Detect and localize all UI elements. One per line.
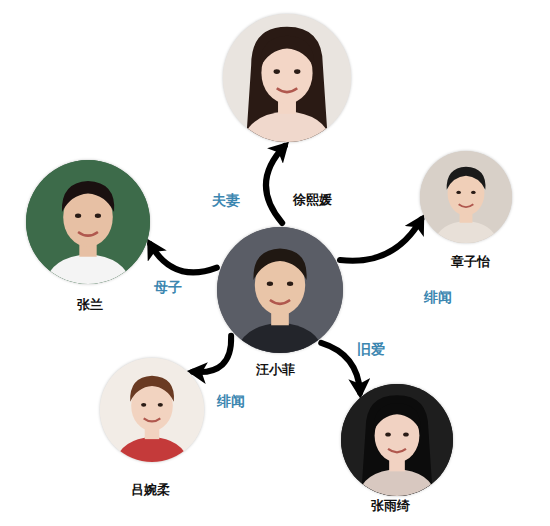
curved-arrow bbox=[193, 336, 231, 372]
portrait-shoulders bbox=[116, 437, 189, 462]
curved-arrow bbox=[340, 219, 421, 260]
portrait-smile bbox=[270, 300, 290, 304]
portrait-background bbox=[420, 151, 512, 243]
portrait-illustration bbox=[100, 358, 204, 462]
relation-label: 旧爱 bbox=[355, 341, 387, 359]
person-node: 章子怡 bbox=[420, 151, 512, 243]
portrait-illustration bbox=[420, 151, 512, 243]
portrait-background bbox=[26, 160, 150, 284]
portrait-eye bbox=[267, 281, 273, 286]
portrait-smile bbox=[78, 232, 98, 236]
portrait-eye bbox=[403, 432, 409, 436]
portrait-eye bbox=[158, 403, 163, 407]
portrait-smile bbox=[459, 204, 474, 207]
portrait-background bbox=[100, 358, 204, 462]
portrait-shoulders bbox=[358, 469, 436, 496]
portrait-circle bbox=[26, 160, 150, 284]
person-name: 张雨绮 bbox=[371, 497, 410, 515]
portrait-circle bbox=[100, 358, 204, 462]
portrait-smile bbox=[277, 88, 297, 92]
relation-label: 绯闻 bbox=[215, 393, 247, 411]
portrait-circle bbox=[341, 384, 453, 496]
person-node: 汪小菲 bbox=[217, 227, 343, 353]
portrait-illustration bbox=[223, 14, 351, 142]
portrait-hair-top bbox=[130, 376, 174, 402]
portrait-illustration bbox=[26, 160, 150, 284]
portrait-eye bbox=[141, 403, 146, 407]
person-node: 吕婉柔 bbox=[100, 358, 204, 462]
person-name: 章子怡 bbox=[451, 253, 490, 271]
portrait-shoulders bbox=[434, 221, 498, 243]
portrait-hair-top bbox=[260, 36, 314, 68]
person-node: 张雨绮 bbox=[341, 384, 453, 496]
person-name: 吕婉柔 bbox=[131, 481, 170, 499]
portrait-hair-top bbox=[373, 403, 420, 431]
portrait-illustration bbox=[217, 227, 343, 353]
portrait-circle bbox=[223, 14, 351, 142]
portrait-illustration bbox=[341, 384, 453, 496]
curved-arrow bbox=[266, 146, 285, 223]
portrait-eye bbox=[287, 281, 293, 286]
person-node: 徐熙媛 bbox=[223, 14, 351, 142]
portrait-hair-top bbox=[62, 181, 114, 212]
relation-label: 母子 bbox=[152, 279, 184, 297]
portrait-eye bbox=[274, 69, 280, 74]
person-name: 徐熙媛 bbox=[293, 191, 332, 209]
portrait-background bbox=[341, 384, 453, 496]
portrait-eye bbox=[471, 191, 476, 194]
portrait-eye bbox=[385, 432, 391, 436]
relation-label: 夫妻 bbox=[210, 192, 242, 210]
portrait-smile bbox=[144, 418, 161, 421]
portrait-circle bbox=[217, 227, 343, 353]
person-node: 张兰 bbox=[26, 160, 150, 284]
portrait-eye bbox=[75, 214, 81, 218]
portrait-eye bbox=[294, 69, 300, 74]
portrait-eye bbox=[456, 191, 461, 194]
relation-label: 绯闻 bbox=[422, 289, 454, 307]
portrait-circle bbox=[420, 151, 512, 243]
person-name: 张兰 bbox=[77, 296, 103, 314]
portrait-hair-top bbox=[253, 248, 306, 279]
portrait-eye bbox=[95, 214, 101, 218]
portrait-hair-top bbox=[447, 167, 486, 190]
portrait-shoulders bbox=[45, 254, 132, 284]
portrait-shoulders bbox=[242, 111, 332, 142]
curved-arrow bbox=[150, 244, 217, 272]
portrait-background bbox=[223, 14, 351, 142]
person-name: 汪小菲 bbox=[256, 361, 295, 379]
portrait-shoulders bbox=[236, 323, 324, 353]
portrait-background bbox=[217, 227, 343, 353]
portrait-smile bbox=[388, 449, 406, 452]
